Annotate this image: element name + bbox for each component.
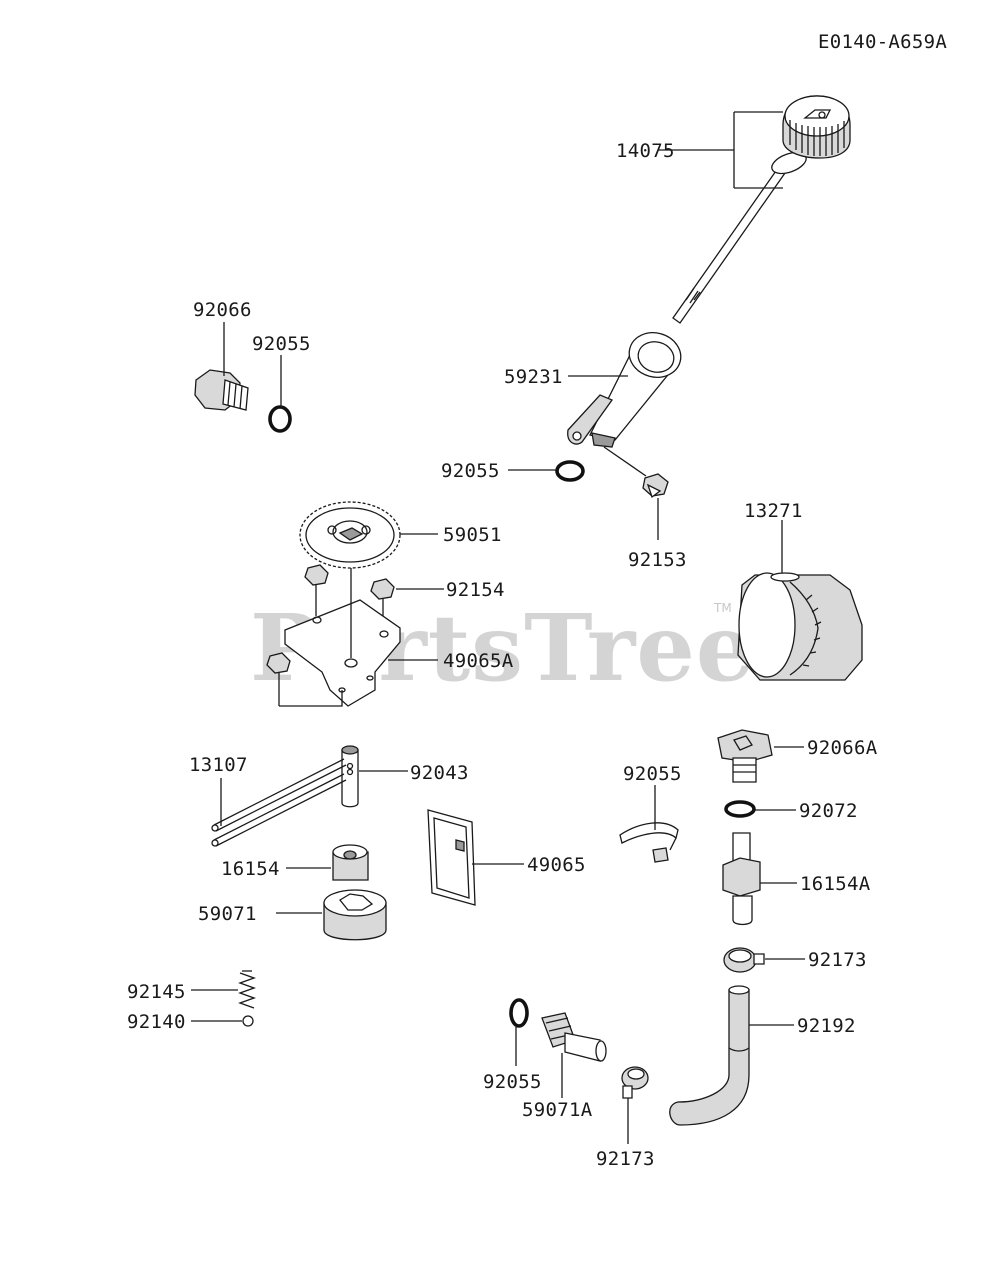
callout-92055-b[interactable]: 92055 <box>441 460 500 482</box>
diagram-id: E0140-A659A <box>818 31 947 53</box>
part-49065-screen[interactable] <box>427 809 476 906</box>
callout-92154[interactable]: 92154 <box>446 579 505 601</box>
callout-49065A[interactable]: 13271 <box>744 500 803 522</box>
part-92173-clamp-a[interactable] <box>723 947 765 973</box>
part-16154-inner-rotor[interactable] <box>332 844 369 881</box>
watermark-trademark: TM <box>713 601 732 615</box>
callout-92066[interactable]: 92066 <box>193 299 252 321</box>
callout-13271[interactable]: 49065A <box>443 650 514 672</box>
part-59071A-fitting[interactable] <box>541 1012 607 1062</box>
callout-92055-c[interactable]: 92072 <box>799 800 858 822</box>
callout-92055-d[interactable]: 92055 <box>483 1071 542 1093</box>
part-13271-plate[interactable] <box>284 568 401 707</box>
callout-92173-a[interactable]: 92173 <box>808 949 867 971</box>
leader-92153 <box>603 446 659 540</box>
part-16154A-outer-rotor[interactable] <box>323 889 387 941</box>
part-92043-pins[interactable] <box>211 758 347 847</box>
part-92153-bolt[interactable] <box>642 473 669 499</box>
callout-59051[interactable]: 59051 <box>443 524 502 546</box>
callout-92072[interactable]: 92055 <box>623 763 682 785</box>
part-92055-oring-a[interactable] <box>268 405 292 433</box>
part-92055-oring-d[interactable] <box>509 998 529 1028</box>
callout-16154[interactable]: 16154 <box>221 858 280 880</box>
leader-14075 <box>658 111 783 189</box>
part-92066A-plug[interactable] <box>717 729 773 783</box>
callout-16154A[interactable]: 59071 <box>198 903 257 925</box>
callout-59071A[interactable]: 59071A <box>522 1099 593 1121</box>
part-92066-drain-plug[interactable] <box>194 369 249 411</box>
callout-92066A[interactable]: 92066A <box>807 737 878 759</box>
callout-13107[interactable]: 92043 <box>410 762 469 784</box>
part-92140-ball[interactable] <box>242 1015 254 1027</box>
part-14075-dipstick[interactable] <box>672 95 851 324</box>
callout-92192[interactable]: 92192 <box>797 1015 856 1037</box>
callout-92173-b[interactable]: 92173 <box>596 1148 655 1170</box>
part-92072-clip[interactable] <box>619 822 679 863</box>
part-92055-oring-c[interactable] <box>724 800 756 818</box>
part-59051-gear[interactable] <box>299 501 401 569</box>
leader-13271 <box>279 659 438 707</box>
part-59231-filler-tube[interactable] <box>567 327 686 448</box>
part-92055-oring-b[interactable] <box>555 460 585 482</box>
callout-59231[interactable]: 59231 <box>504 366 563 388</box>
callout-59071[interactable]: 16154A <box>800 873 871 895</box>
callout-49065[interactable]: 49065 <box>527 854 586 876</box>
callout-92140[interactable]: 92140 <box>127 1011 186 1033</box>
part-92154-bolt-c[interactable] <box>266 652 291 706</box>
part-49065A-oil-filter[interactable] <box>737 572 863 681</box>
part-13107-shaft[interactable] <box>341 745 359 808</box>
callout-14075[interactable]: 14075 <box>616 140 675 162</box>
part-92154-bolt-a[interactable] <box>304 564 329 616</box>
callout-92055-a[interactable]: 92055 <box>252 333 311 355</box>
callout-92153[interactable]: 92153 <box>628 549 687 571</box>
part-92145-spring[interactable] <box>238 970 256 1009</box>
part-59071-fitting[interactable] <box>722 832 761 926</box>
part-92192-hose[interactable] <box>669 985 750 1126</box>
callout-92043[interactable]: 13107 <box>189 754 248 776</box>
part-92173-clamp-b[interactable] <box>621 1066 649 1099</box>
callout-92145[interactable]: 92145 <box>127 981 186 1003</box>
